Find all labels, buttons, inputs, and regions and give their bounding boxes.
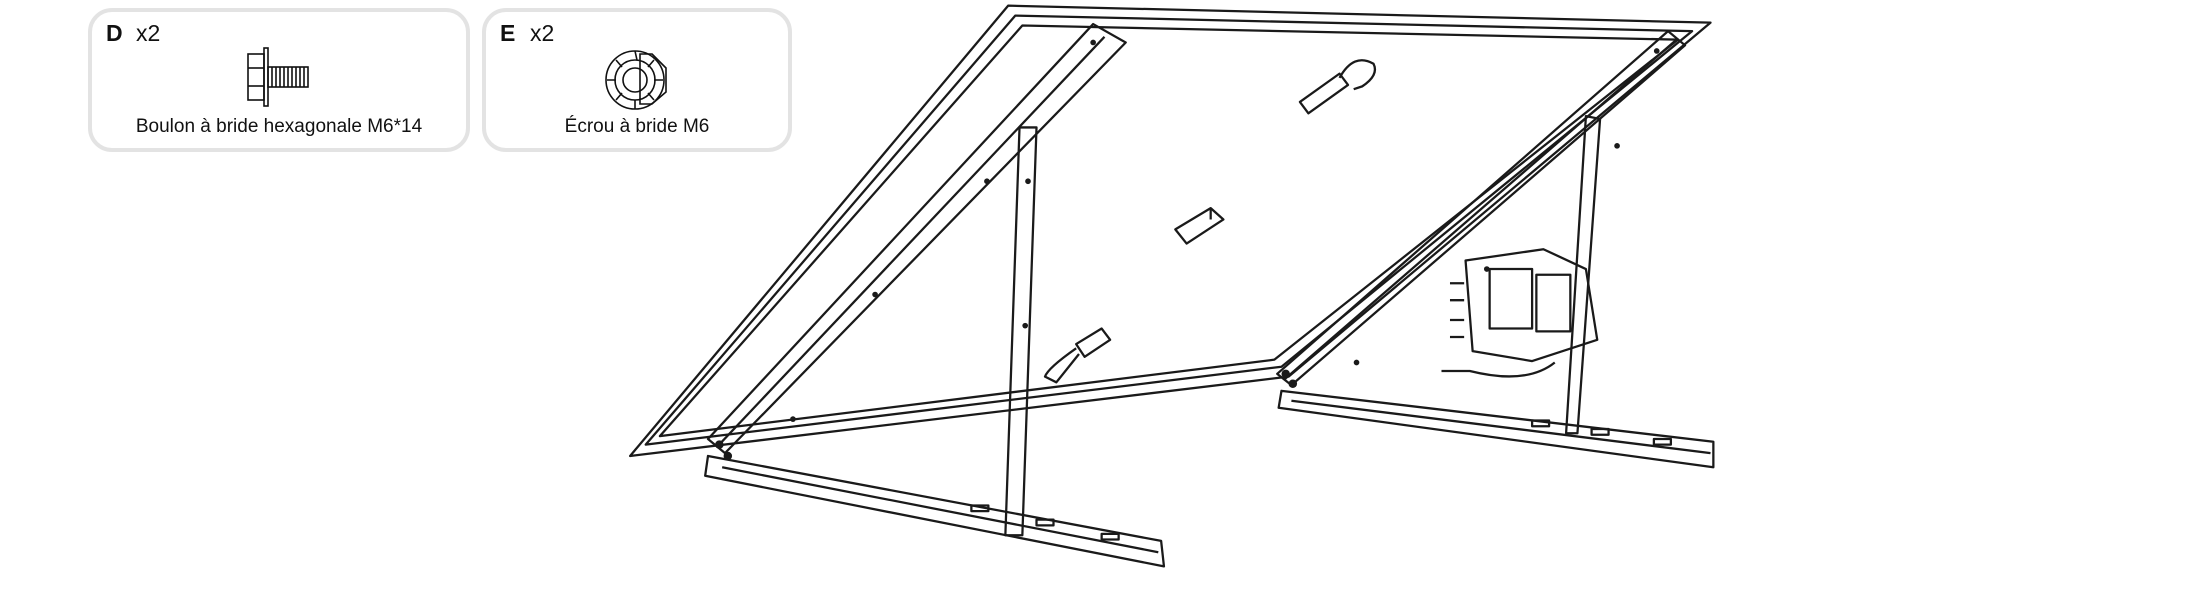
junction-box	[1298, 59, 1377, 115]
right-leg	[1564, 114, 1602, 435]
flange-nut-icon	[605, 50, 667, 110]
left-leg	[1004, 126, 1038, 537]
part-label: Écrou à bride M6	[564, 116, 710, 137]
part-card-e: E x2 Écrou à bride M6	[482, 8, 792, 152]
part-card-d: D x2 Boulon à bride hexagonale M6*14	[88, 8, 470, 152]
spacer-block	[1174, 207, 1225, 245]
right-bottom-rail	[1277, 389, 1715, 469]
bolt-holes	[715, 39, 1660, 461]
part-quantity: x2	[136, 20, 161, 46]
right-support-bar	[1276, 30, 1687, 387]
part-quantity: x2	[530, 20, 555, 46]
part-letter: E	[500, 20, 516, 46]
panel-frame	[628, 4, 1712, 458]
cable-connector	[1043, 327, 1112, 384]
part-letter: D	[106, 20, 123, 46]
part-label: Boulon à bride hexagonale M6*14	[135, 116, 423, 137]
microinverter	[1441, 248, 1599, 378]
left-support-bar	[706, 22, 1127, 455]
left-bottom-rail	[704, 454, 1166, 568]
flange-bolt-icon	[247, 47, 309, 107]
